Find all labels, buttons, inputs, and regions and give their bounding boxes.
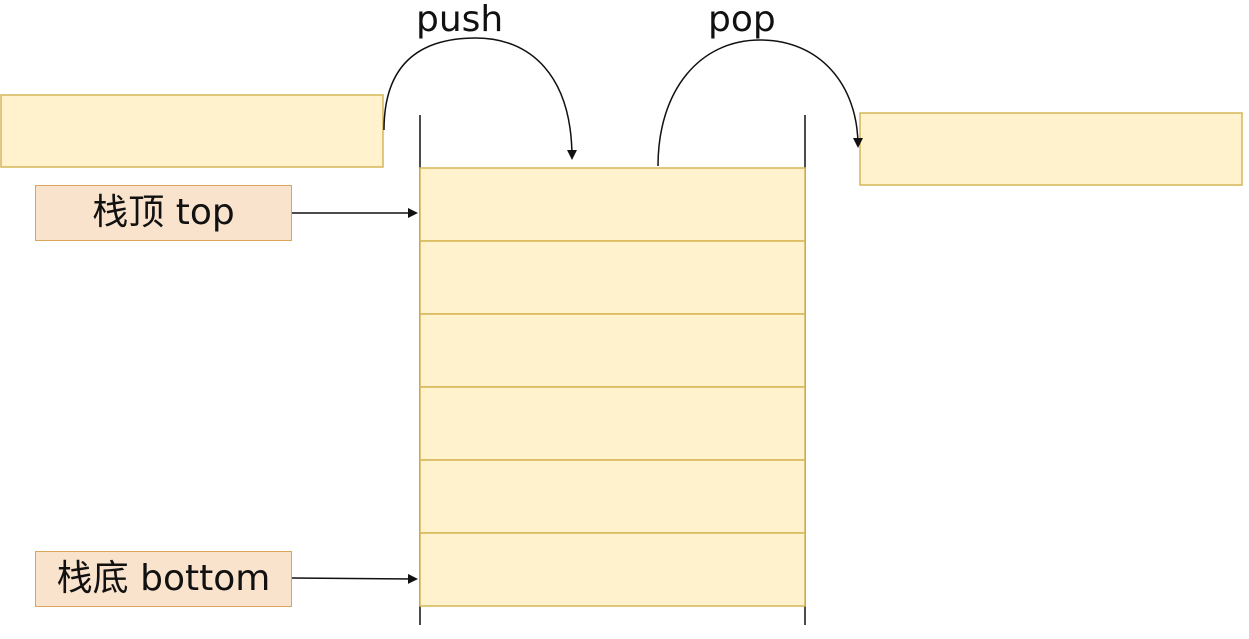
stack-top-label: 栈顶 top (35, 185, 292, 241)
stack-slot (419, 167, 806, 242)
stack-slot (419, 532, 806, 607)
stack-slot (419, 240, 806, 315)
push-label: push (416, 0, 504, 40)
stack-slot (419, 313, 806, 388)
push-arrow (383, 37, 577, 160)
bottom-pointer-arrow (291, 573, 418, 584)
pop-arrow (657, 39, 863, 167)
stack-slot (419, 459, 806, 534)
incoming-element-box (0, 94, 384, 168)
stack-slots (419, 167, 806, 607)
pop-label: pop (708, 0, 776, 40)
outgoing-element-box (859, 112, 1243, 186)
stack-bottom-label: 栈底 bottom (35, 551, 292, 607)
stack-slot (419, 386, 806, 461)
